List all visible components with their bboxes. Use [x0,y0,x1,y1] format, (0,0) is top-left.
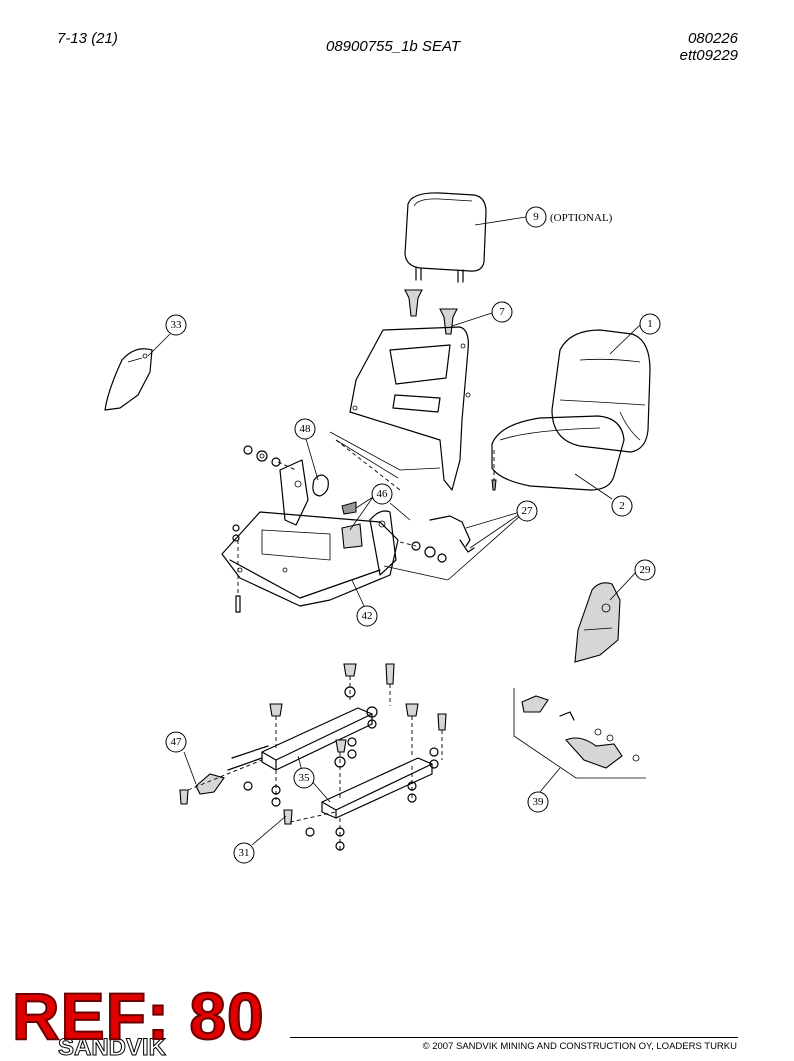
levers [429,515,475,553]
drawing-code: ett09229 [679,47,738,64]
callout-35: 35 [293,767,315,789]
headrest-guide-sleeves [404,289,458,335]
reference-label: REF: 80 [11,979,265,1053]
svg-text:1: 1 [647,318,653,330]
leader-lines [147,216,641,846]
alignment-lines [187,439,443,850]
callout-2: 2 [611,495,633,517]
callout-27: 27 [516,500,538,522]
copyright-notice: © 2007 SANDVIK MINING AND CONSTRUCTION O… [422,1041,737,1052]
svg-text:31: 31 [239,847,250,859]
svg-text:29: 29 [640,564,652,576]
callout-1: 1 [639,313,661,335]
svg-text:46: 46 [377,488,389,500]
side-cover-left [104,348,153,411]
callout-31: 31 [233,842,255,864]
callout-29: 29 [634,559,656,581]
svg-text:7: 7 [499,306,505,318]
rail-fasteners [179,663,447,851]
fasteners-top-left [232,445,447,613]
svg-text:48: 48 [300,423,312,435]
backrest-cushion [551,329,651,453]
svg-text:2: 2 [619,500,625,512]
optional-note: (OPTIONAL) [550,212,613,224]
callout-33: 33 [165,314,187,336]
svg-text:27: 27 [522,505,534,517]
seat-belt [513,688,646,779]
slide-handle [195,745,269,795]
footer-divider [290,1037,738,1038]
document-date: 080226 [687,30,738,47]
callout-42: 42 [356,605,378,627]
svg-text:39: 39 [533,796,545,808]
armrest-cover [574,582,621,663]
svg-text:33: 33 [171,319,183,331]
adjustment-cable [312,474,329,497]
headrest [404,192,487,283]
callout-48: 48 [294,418,316,440]
recline-mechanism [341,501,363,549]
svg-text:35: 35 [299,772,311,784]
callout-47: 47 [165,731,187,753]
svg-text:9: 9 [533,211,539,223]
backrest-frame [329,326,471,491]
document-title: 08900755_1b SEAT [326,38,460,55]
svg-text:47: 47 [171,736,183,748]
callout-9: 9 [525,206,547,228]
slide-rails [261,707,433,819]
seat-cushion [491,415,625,491]
svg-text:42: 42 [362,610,373,622]
callout-39: 39 [527,791,549,813]
callout-7: 7 [491,301,513,323]
page-number: 7-13 (21) [57,30,118,47]
callout-46: 46 [371,483,393,505]
seat-base-frame [221,459,399,607]
